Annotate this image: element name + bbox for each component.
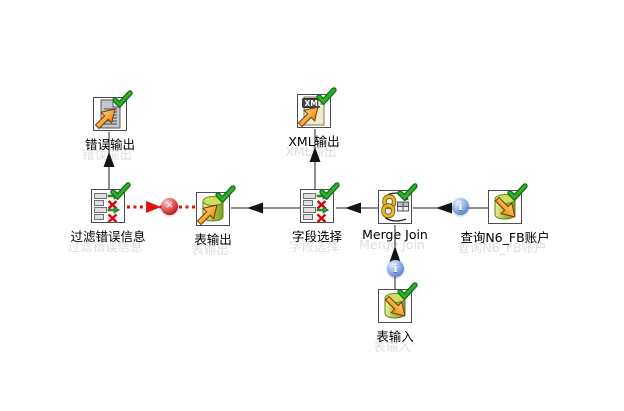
merge-join-glyph <box>381 192 409 222</box>
step-label[interactable]: 错误输出 <box>84 137 136 152</box>
info-hop-icon[interactable]: i <box>387 260 404 277</box>
hop-select-to-table-output[interactable] <box>231 202 301 214</box>
info-hop-icon[interactable]: i <box>452 198 469 215</box>
ok-check-icon <box>507 183 528 201</box>
ok-check-icon <box>316 87 337 105</box>
xml-file-glyph: XML <box>298 95 326 127</box>
step-label[interactable]: 查询N6_FB账户 <box>460 230 550 245</box>
db-cylinder-glyph <box>197 196 224 225</box>
table-output-icon[interactable] <box>196 185 236 226</box>
error-glyph: ✕ <box>165 201 174 211</box>
text-file-output-icon[interactable] <box>93 90 133 131</box>
info-glyph: i <box>458 200 463 213</box>
ok-check-icon <box>397 183 418 201</box>
hop-filter-to-error-output[interactable] <box>103 132 115 190</box>
step-label[interactable]: 表输出 <box>194 232 232 247</box>
ok-check-icon <box>319 182 340 200</box>
step-label-ghost: 过滤错误信息 <box>67 239 143 254</box>
step-label[interactable]: 过滤错误信息 <box>70 229 146 244</box>
ok-check-icon <box>110 182 131 200</box>
hop-query-to-merge[interactable] <box>413 202 489 214</box>
svg-text:XML: XML <box>305 99 323 108</box>
step-label-ghost: 表输出 <box>191 242 229 257</box>
step-label[interactable]: 字段选择 <box>291 229 343 244</box>
info-glyph: i <box>393 262 398 275</box>
step-query-n6-fb[interactable]: 查询N6_FB账户 查询N6_FB账户 <box>457 183 550 255</box>
step-label-ghost: 字段选择 <box>288 239 340 254</box>
step-select-fields[interactable]: 字段选择 字段选择 <box>289 182 342 254</box>
step-label-ghost: XML输出 <box>285 144 337 159</box>
select-values-glyph <box>303 192 330 222</box>
step-label-ghost: 表输入 <box>373 339 411 354</box>
xml-output-icon[interactable]: XML <box>297 87 337 128</box>
step-error-output[interactable]: 错误输出 错误输出 <box>82 90 135 162</box>
step-table-output[interactable]: 表输出 表输出 <box>191 185 236 257</box>
step-merge-join[interactable]: Merge Join Merge Join <box>359 183 428 252</box>
step-label[interactable]: Merge Join <box>362 227 428 242</box>
ok-check-icon <box>215 185 236 203</box>
step-label-ghost: 错误输出 <box>81 147 133 162</box>
step-label-ghost: 查询N6_FB账户 <box>457 240 547 255</box>
step-label[interactable]: XML输出 <box>288 134 340 149</box>
hop-merge-to-select[interactable] <box>336 202 379 214</box>
filter-rows-glyph <box>94 192 121 222</box>
step-table-input[interactable]: 表输入 表输入 <box>373 282 418 354</box>
hop-tableinput-to-merge[interactable] <box>389 225 401 290</box>
step-filter-error-info[interactable]: 过滤错误信息 过滤错误信息 <box>67 182 146 254</box>
step-label[interactable]: 表输入 <box>376 329 414 344</box>
ok-check-icon <box>112 90 133 108</box>
step-label-ghost: Merge Join <box>359 237 425 252</box>
db-cylinder-glyph <box>384 293 406 319</box>
error-hop-icon[interactable]: ✕ <box>161 198 178 215</box>
table-input-icon[interactable] <box>378 282 418 323</box>
step-xml-output[interactable]: XML XML输出 XML输出 <box>285 87 340 159</box>
table-input-icon[interactable] <box>488 183 528 224</box>
select-values-icon[interactable] <box>300 182 340 223</box>
hop-select-to-xml-output[interactable] <box>309 129 321 190</box>
merge-join-icon[interactable] <box>378 183 418 224</box>
ok-check-icon <box>397 282 418 300</box>
filter-rows-icon[interactable] <box>91 182 131 223</box>
